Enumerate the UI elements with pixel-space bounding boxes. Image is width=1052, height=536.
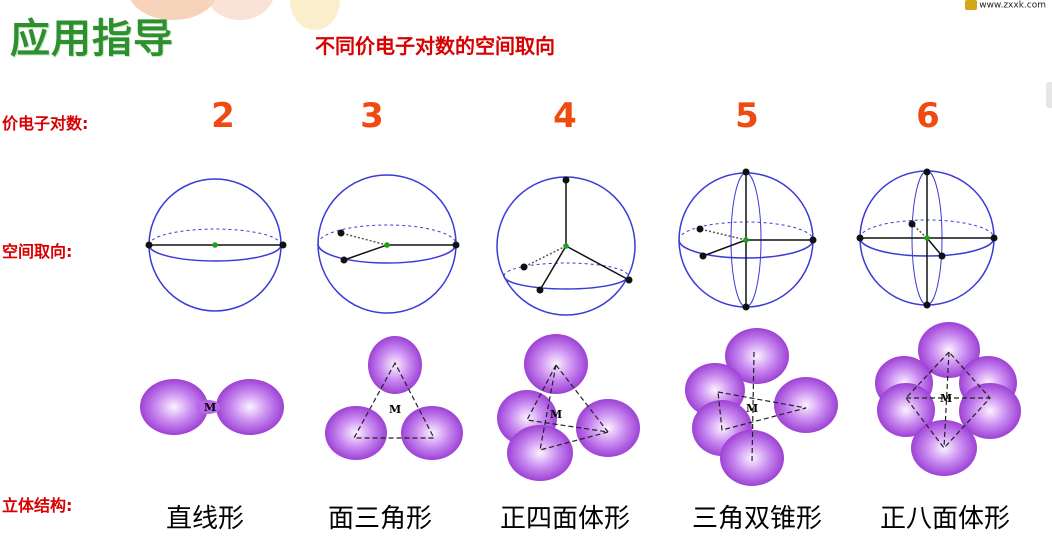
shape-name-tetrahedral: 正四面体形 (499, 504, 630, 534)
decorative-blob (128, 0, 218, 20)
shape-name-octahedral: 正八面体形 (879, 504, 1010, 534)
logo-url: www.zxxk.com (979, 0, 1046, 11)
sphere-trigonal-bipyramidal (678, 168, 817, 311)
label-orientation: 空间取向: (2, 242, 73, 261)
decorative-blob (205, 0, 275, 20)
lobes-linear: M (140, 379, 284, 435)
center-atom-label: M (204, 401, 216, 414)
label-structure: 立体结构: (2, 496, 73, 515)
shape-name-trigonal-bipyramidal: 三角双锥形 (691, 504, 822, 534)
label-pairs: 价电子对数: (2, 114, 89, 133)
sphere-linear (145, 178, 287, 312)
shape-name-trigonal-planar: 面三角形 (327, 504, 432, 534)
shape-name-linear: 直线形 (165, 504, 244, 534)
sphere-octahedral (856, 168, 998, 309)
pair-count-4: 4 (553, 96, 577, 136)
center-atom-label: M (746, 402, 758, 415)
pair-count-6: 6 (916, 96, 940, 136)
site-logo: www.zxxk.com (965, 0, 1046, 11)
lobes-trigonal-planar: M (325, 336, 463, 460)
lobes-tetrahedral: M (497, 334, 640, 481)
center-atom-label: M (940, 392, 952, 405)
pair-count-3: 3 (360, 96, 384, 136)
page-subtitle: 不同价电子对数的空间取向 (315, 34, 555, 58)
logo-icon (965, 0, 978, 10)
sphere-trigonal-planar (317, 174, 460, 314)
sphere-tetrahedral (496, 176, 636, 316)
side-scroll-handle[interactable] (1046, 82, 1052, 108)
lobes-octahedral: M (875, 322, 1021, 476)
pair-count-2: 2 (211, 96, 235, 136)
center-atom-label: M (389, 403, 401, 416)
lobes-trigonal-bipyramidal: M (685, 328, 838, 486)
page-title: 应用指导 (10, 16, 174, 62)
center-atom-label: M (550, 408, 562, 421)
pair-count-5: 5 (735, 96, 759, 136)
